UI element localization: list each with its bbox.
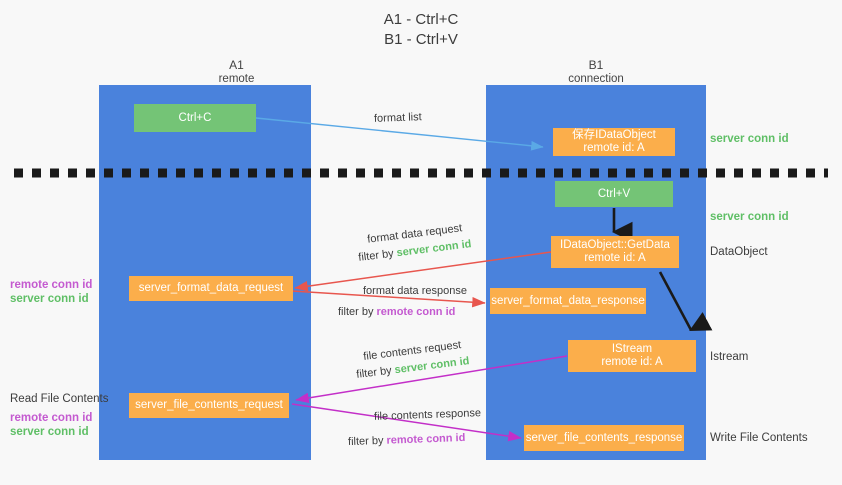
label-istream: Istream — [710, 351, 749, 363]
box-ctrl-v-label: Ctrl+V — [597, 187, 631, 200]
box-istream-line2: remote id: A — [601, 356, 663, 368]
label-read-file-contents: Read File Contents — [10, 393, 109, 405]
caption-file-contents-response-filter-pre: filter by — [347, 434, 387, 449]
arrow-file-contents-response — [291, 403, 522, 442]
box-idataobject-getdata-line2: remote id: A — [584, 252, 646, 264]
lane-header-b1: B1 connection — [486, 58, 706, 86]
box-server-format-data-response-label: server_format_data_response — [491, 294, 645, 307]
lane-b1-name: B1 — [588, 58, 604, 72]
box-save-idataobject-line1: 保存IDataObject — [572, 129, 656, 141]
box-server-file-contents-response[interactable]: server_file_contents_response — [524, 425, 684, 451]
title-line-2: B1 - Ctrl+V — [384, 31, 458, 48]
caption-format-data-response-filter-key: remote conn id — [376, 306, 456, 318]
caption-format-data-response-filter: filter by remote conn id — [338, 305, 455, 319]
left-conn-block-2: remote conn id server conn id — [10, 411, 92, 439]
arrow-file-contents-request — [295, 355, 568, 404]
lane-a1-sub: remote — [218, 73, 255, 85]
label-remote-conn-id-2: remote conn id — [10, 412, 93, 424]
caption-file-contents-response-filter-key: remote conn id — [386, 431, 466, 447]
box-server-format-data-response[interactable]: server_format_data_response — [490, 288, 646, 314]
box-idataobject-getdata[interactable]: IDataObject::GetData remote id: A — [551, 236, 679, 268]
caption-format-data-response: format data response — [363, 284, 467, 298]
box-ctrl-c-label: Ctrl+C — [178, 111, 212, 124]
label-remote-conn-id-1: remote conn id — [10, 279, 93, 291]
label-write-file-contents: Write File Contents — [710, 432, 808, 444]
label-server-conn-id-1: server conn id — [10, 293, 89, 305]
caption-format-data-response-text: format data response — [363, 285, 467, 297]
box-server-file-contents-request[interactable]: server_file_contents_request — [129, 393, 289, 418]
box-save-idataobject[interactable]: 保存IDataObject remote id: A — [553, 128, 675, 156]
box-server-format-data-request-label: server_format_data_request — [138, 282, 284, 294]
box-server-file-contents-request-label: server_file_contents_request — [135, 399, 283, 411]
box-server-file-contents-response-label: server_file_contents_response — [525, 431, 683, 444]
arrow-format-list — [255, 117, 544, 151]
box-save-idataobject-line2: remote id: A — [583, 142, 645, 154]
box-ctrl-c[interactable]: Ctrl+C — [134, 104, 256, 132]
arrow-format-data-response — [291, 290, 486, 308]
title-line-1: A1 - Ctrl+C — [383, 11, 459, 28]
caption-format-data-response-filter-pre: filter by — [338, 306, 377, 318]
box-server-format-data-request[interactable]: server_format_data_request — [129, 276, 293, 301]
lane-header-a1: A1 remote — [99, 58, 374, 86]
label-server-conn-id-2: server conn id — [10, 426, 89, 438]
label-server-conn-id-second: server conn id — [710, 211, 789, 223]
lane-a1-name: A1 — [229, 58, 244, 72]
arrow-format-data-request — [294, 251, 552, 292]
arrow-getdata-to-istream — [658, 271, 713, 331]
box-istream[interactable]: IStream remote id: A — [568, 340, 696, 372]
caption-format-list-text: format list — [373, 111, 422, 125]
label-dataobject: DataObject — [710, 246, 768, 258]
box-istream-line1: IStream — [611, 343, 653, 355]
box-ctrl-v[interactable]: Ctrl+V — [555, 181, 673, 207]
caption-format-list: format list — [374, 110, 422, 126]
lane-b1-sub: connection — [568, 73, 624, 85]
label-server-conn-id-top: server conn id — [710, 133, 789, 145]
box-idataobject-getdata-line1: IDataObject::GetData — [560, 239, 670, 251]
left-conn-block-1: remote conn id server conn id — [10, 278, 92, 306]
caption-file-contents-response-text: file contents response — [373, 407, 482, 423]
page-title: A1 - Ctrl+C B1 - Ctrl+V — [0, 10, 842, 50]
